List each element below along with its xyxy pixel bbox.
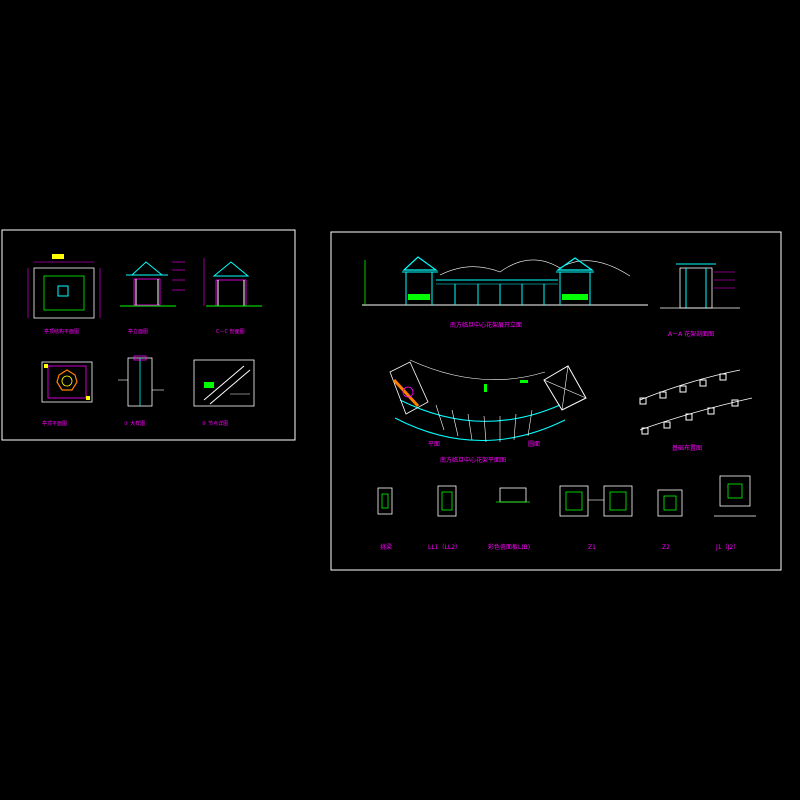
title-roof-plan: 亭顶平面图: [42, 420, 67, 427]
detail-label-6: J1（J2）: [715, 544, 739, 551]
detail-label-3: 彩色瓷面板L(B): [488, 543, 530, 551]
title-trellis-elevation: 南方临旦中心花架展开立面: [450, 321, 522, 329]
title-foundation: 基础布置图: [672, 444, 702, 452]
title-detail-1: ① 大样图: [124, 420, 145, 427]
title-section-aa: A－A 花架剖面图: [668, 330, 714, 338]
title-trellis-plan: 南方临旦中心花架平面图: [440, 456, 506, 464]
detail-1-view: ① 大样图: [118, 355, 164, 427]
trellis-elevation-view: 南方临旦中心花架展开立面: [362, 256, 648, 329]
title-pavilion-plan: 亭顶结构平面图: [44, 328, 79, 335]
pavilion-plan-view: 亭顶结构平面图: [27, 254, 101, 335]
detail-label-2: LL1（LL2）: [428, 544, 461, 551]
title-detail-2: ② 节点详图: [202, 420, 228, 427]
plan-label-left: 平面: [428, 441, 440, 448]
title-pavilion-elevation: 亭立面图: [128, 328, 148, 335]
title-section-cc: C－C 剖面图: [216, 328, 245, 335]
left-sheet-frame: [1, 229, 296, 441]
detail-label-1: 挑梁: [380, 543, 392, 551]
detail-2-view: ② 节点详图: [193, 359, 255, 427]
section-cc-view: C－C 剖面图: [203, 258, 262, 335]
section-aa-view: A－A 花架剖面图: [660, 263, 740, 338]
left-sheet: 亭顶结构平面图 亭立面图 C－C 剖面图: [1, 229, 296, 441]
roof-plan-view: 亭顶平面图: [41, 361, 93, 427]
plan-label-right: 圆面: [528, 441, 540, 448]
right-sheet-frame: [330, 231, 782, 571]
foundation-layout-view: 基础布置图: [639, 369, 753, 452]
trellis-plan-view: 平面 圆面 南方临旦中心花架平面图: [389, 359, 587, 464]
details-row: 挑梁 LL1（LL2） 彩色瓷面板L(B) Z1 Z2 J1（J2）: [377, 475, 756, 551]
right-sheet: 南方临旦中心花架展开立面 A－A 花架剖面图: [330, 231, 782, 571]
detail-label-4: Z1: [588, 544, 596, 551]
pavilion-elevation-view: 亭立面图: [120, 261, 185, 335]
detail-label-5: Z2: [662, 544, 670, 551]
